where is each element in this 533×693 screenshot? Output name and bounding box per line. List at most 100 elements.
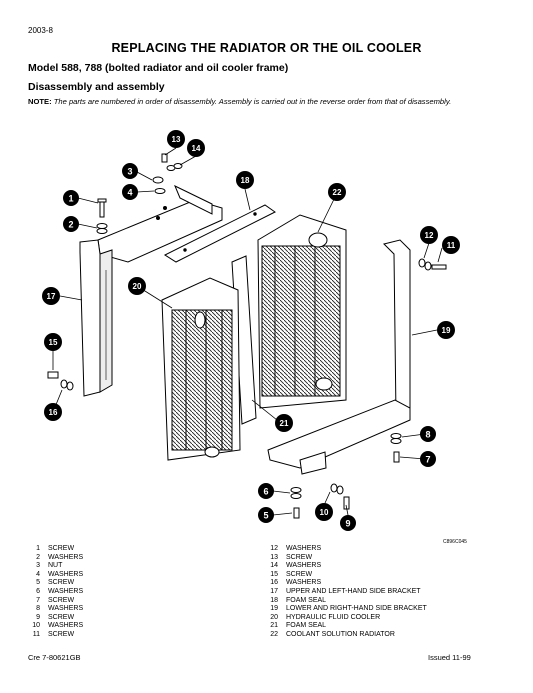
part-name: SCREW — [48, 596, 75, 604]
legend-row: 16 WASHERS — [264, 579, 427, 588]
callout-4: 4 — [127, 188, 132, 198]
legend-row: 18 FOAM SEAL — [264, 597, 427, 606]
legend-row: 20 HYDRAULIC FLUID COOLER — [264, 614, 427, 623]
part-number: 22 — [270, 630, 278, 638]
part-name: COOLANT SOLUTION RADIATOR — [286, 630, 395, 638]
callout-1: 1 — [68, 194, 73, 204]
callout-10: 10 — [320, 508, 329, 517]
callout-22: 22 — [333, 188, 342, 197]
part-number: 18 — [270, 596, 278, 604]
part-name: WASHERS — [48, 605, 84, 613]
part-name: SCREW — [48, 579, 75, 587]
part-name: WASHERS — [48, 553, 84, 561]
part-number: 13 — [270, 553, 278, 561]
callout-16: 16 — [49, 408, 58, 417]
coolant-radiator — [257, 214, 347, 409]
part-number: 21 — [270, 622, 278, 630]
callouts: 1 2 3 4 5 6 7 8 9 10 11 12 13 14 15 16 1… — [42, 130, 460, 531]
part-number: 2 — [36, 553, 40, 561]
figure-code: C896C045 — [443, 539, 467, 545]
part-number: 17 — [270, 587, 278, 595]
callout-5: 5 — [263, 511, 268, 521]
legend-row: 9 SCREW — [26, 614, 83, 623]
callout-9: 9 — [345, 519, 350, 529]
part-number: 4 — [36, 570, 40, 578]
legend-row: 5 SCREW — [26, 579, 83, 588]
callout-20: 20 — [133, 282, 142, 291]
part-name: LOWER AND RIGHT-HAND SIDE BRACKET — [286, 605, 427, 613]
callout-12: 12 — [425, 231, 434, 240]
note-text: The parts are numbered in order of disas… — [53, 97, 452, 106]
part-name: WASHERS — [48, 622, 84, 630]
legend-row: 21 FOAM SEAL — [264, 622, 427, 631]
callout-21: 21 — [280, 419, 289, 428]
part-number: 14 — [270, 562, 278, 570]
part-number: 16 — [270, 579, 278, 587]
legend-row: 13 SCREW — [264, 554, 427, 563]
part-name: FOAM SEAL — [286, 596, 327, 604]
callout-2: 2 — [68, 220, 73, 230]
callout-18: 18 — [241, 176, 250, 185]
part-number: 11 — [32, 630, 40, 638]
model-subtitle: Model 588, 788 (bolted radiator and oil … — [28, 62, 289, 74]
part-name: SCREW — [286, 553, 313, 561]
legend-row: 12 WASHERS — [264, 545, 427, 554]
note-paragraph: NOTE: The parts are numbered in order of… — [28, 97, 498, 107]
issue-date: Issued 11-99 — [428, 653, 471, 662]
note-label: NOTE: — [28, 97, 52, 106]
callout-19: 19 — [442, 326, 451, 335]
callout-8: 8 — [425, 430, 430, 440]
part-name: SCREW — [48, 613, 75, 621]
legend-row: 10 WASHERS — [26, 622, 83, 631]
upper-left-bracket — [79, 184, 223, 397]
part-number: 20 — [270, 613, 278, 621]
part-number: 1 — [36, 545, 40, 552]
callout-7: 7 — [425, 455, 430, 465]
callout-15: 15 — [49, 338, 58, 347]
callout-17: 17 — [47, 292, 56, 301]
part-number: 8 — [36, 605, 40, 613]
part-number: 12 — [270, 545, 278, 552]
legend-row: 4 WASHERS — [26, 571, 83, 580]
legend-row: 8 WASHERS — [26, 605, 83, 614]
callout-3: 3 — [127, 167, 132, 177]
legend-row: 2 WASHERS — [26, 554, 83, 563]
part-name: WASHERS — [286, 562, 322, 570]
legend-row: 22 COOLANT SOLUTION RADIATOR — [264, 631, 427, 640]
lower-right-bracket — [267, 239, 411, 475]
page-title: REPLACING THE RADIATOR OR THE OIL COOLER — [111, 41, 422, 55]
part-name: UPPER AND LEFT-HAND SIDE BRACKET — [286, 587, 421, 595]
part-number: 10 — [32, 622, 40, 630]
fasteners — [47, 153, 447, 519]
part-name: WASHERS — [48, 570, 84, 578]
part-number: 6 — [36, 587, 40, 595]
part-name: FOAM SEAL — [286, 622, 327, 630]
legend-row: 6 WASHERS — [26, 588, 83, 597]
part-number: 3 — [36, 562, 40, 570]
part-name: WASHERS — [286, 579, 322, 587]
callout-14: 14 — [192, 144, 201, 153]
callout-13: 13 — [172, 135, 181, 144]
legend-row: 17 UPPER AND LEFT-HAND SIDE BRACKET — [264, 588, 427, 597]
callout-6: 6 — [263, 487, 268, 497]
part-number: 9 — [36, 613, 40, 621]
legend-row: 3 NUT — [26, 562, 83, 571]
part-name: NUT — [48, 562, 63, 570]
part-name: WASHERS — [286, 545, 322, 552]
part-number: 5 — [36, 579, 40, 587]
callout-11: 11 — [447, 241, 456, 250]
part-name: SCREW — [286, 570, 313, 578]
part-number: 19 — [270, 605, 278, 613]
part-name: HYDRAULIC FLUID COOLER — [286, 613, 381, 621]
part-name: WASHERS — [48, 587, 84, 595]
hydraulic-fluid-cooler — [161, 277, 241, 461]
legend-row: 14 WASHERS — [264, 562, 427, 571]
foam-seal-upper — [163, 204, 276, 263]
